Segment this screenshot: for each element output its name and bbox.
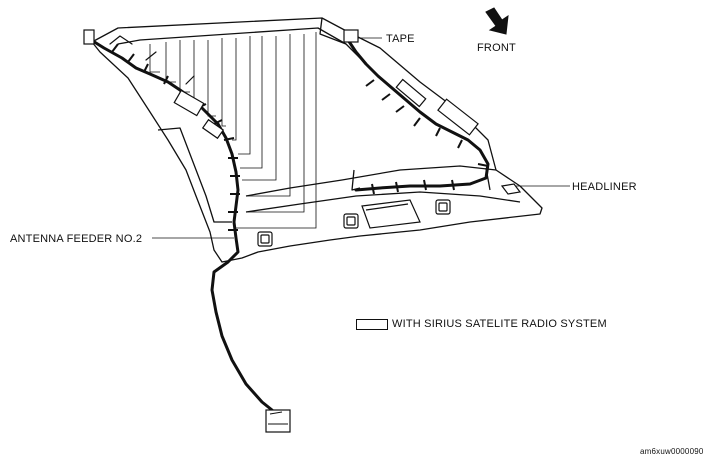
bottom-connector-detail	[268, 411, 288, 425]
headliner-label: HEADLINER	[572, 181, 637, 193]
antenna-feeder-wire	[86, 35, 490, 412]
harness-connectors	[83, 29, 479, 433]
headliner-outline	[91, 17, 543, 263]
legend-box-icon	[356, 318, 388, 330]
headliner-recesses	[257, 183, 522, 247]
tape-label: TAPE	[386, 33, 415, 45]
legend-text: WITH SIRIUS SATELITE RADIO SYSTEM	[392, 318, 607, 330]
front-label: FRONT	[477, 42, 516, 54]
harness-clips	[111, 43, 489, 231]
antenna-feeder-label: ANTENNA FEEDER NO.2	[10, 233, 143, 245]
figure-code: am6xuw0000090	[640, 447, 704, 456]
front-arrow-icon	[485, 7, 509, 35]
legend: WITH SIRIUS SATELITE RADIO SYSTEM	[356, 318, 607, 330]
